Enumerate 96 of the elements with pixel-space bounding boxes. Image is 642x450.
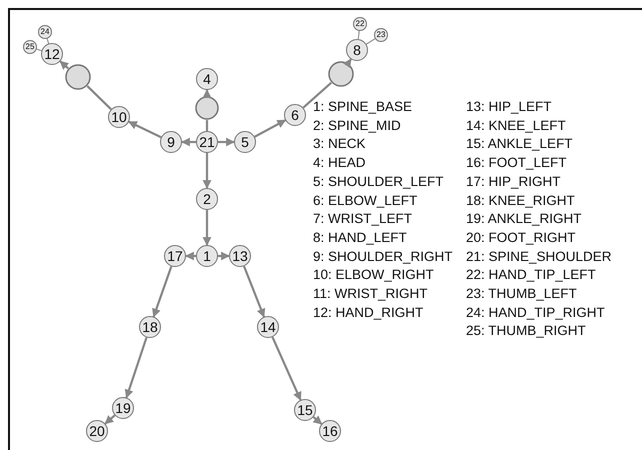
arrow	[181, 138, 196, 146]
legend-text: 16: FOOT_LEFT	[466, 156, 567, 170]
arrow	[312, 415, 322, 425]
legend-text: 7: WRIST_LEFT	[313, 212, 412, 226]
joint-number: 9	[167, 135, 175, 149]
joint-number: 13	[232, 249, 248, 263]
connector-line	[206, 120, 208, 131]
arrow	[124, 337, 148, 398]
legend-text: 10: ELBOW_RIGHT	[313, 268, 434, 282]
arrow	[104, 414, 116, 425]
joint-circle	[328, 61, 354, 87]
legend-text: 24: HAND_TIP_RIGHT	[466, 306, 605, 320]
joint-circle	[38, 25, 52, 39]
legend-text: 9: SHOULDER_RIGHT	[313, 250, 453, 264]
arrow	[218, 252, 230, 260]
joint-circle	[353, 17, 367, 31]
joint-number: 10	[111, 110, 127, 124]
joint-number: 19	[115, 401, 131, 415]
joint-number: 22	[356, 20, 364, 28]
legend-text: 25: THUMB_RIGHT	[466, 324, 586, 338]
joint-circle	[164, 245, 186, 267]
connector-line	[36, 48, 42, 52]
joint-circle	[196, 131, 218, 153]
legend-text: 4: HEAD	[313, 156, 366, 170]
arrow	[254, 119, 286, 138]
joint-number: 16	[322, 424, 338, 438]
legend-text: 19: ANKLE_RIGHT	[466, 212, 582, 226]
connector-line	[302, 82, 332, 108]
legend-text: 8: HAND_LEFT	[313, 230, 407, 244]
legend-text: 14: KNEE_LEFT	[466, 118, 566, 132]
arrow	[202, 210, 212, 246]
joint-number: 12	[44, 47, 60, 61]
legend-text: 23: THUMB_LEFT	[466, 287, 577, 300]
legend-text: 11: WRIST_RIGHT	[313, 287, 428, 300]
joint-circle	[139, 316, 161, 338]
legend-text: 5: SHOULDER_LEFT	[313, 174, 444, 188]
legend-text: 22: HAND_TIP_LEFT	[466, 268, 596, 282]
arrow	[243, 266, 266, 318]
joint-circle	[65, 64, 91, 90]
joint-circle	[160, 131, 182, 153]
joint-circle	[284, 104, 306, 126]
joint-circle	[346, 39, 368, 61]
arrow	[152, 266, 172, 318]
joint-circle	[41, 43, 63, 65]
arrow	[342, 58, 352, 68]
connector-line	[86, 85, 112, 110]
legend-text: 3: NECK	[313, 137, 366, 151]
joint-number: 14	[260, 320, 276, 334]
arrow	[202, 89, 212, 98]
joint-circle	[196, 68, 218, 90]
joint-circle	[229, 245, 251, 267]
connector-line	[358, 30, 360, 40]
joint-circle	[294, 399, 316, 421]
legend-text: 1: SPINE_BASE	[313, 100, 412, 114]
joint-number: 8	[353, 43, 361, 57]
joint-number: 17	[167, 249, 183, 263]
joint-circle	[196, 245, 218, 267]
arrow	[202, 153, 212, 189]
joint-circle	[112, 397, 134, 419]
joint-number: 1	[203, 249, 211, 263]
joint-number: 4	[203, 72, 211, 86]
joint-circle	[108, 106, 130, 128]
legend-text: 20: FOOT_RIGHT	[466, 230, 576, 244]
joint-number: 15	[297, 403, 313, 417]
joint-circle	[234, 131, 256, 153]
connector-line	[366, 38, 376, 45]
arrow	[218, 138, 235, 146]
legend-text: 17: HIP_RIGHT	[466, 174, 561, 188]
joint-circle	[257, 316, 279, 338]
legend-text: 6: ELBOW_LEFT	[313, 194, 418, 207]
joint-circle	[23, 40, 37, 54]
arrow	[60, 60, 70, 70]
legend-text: 21: SPINE_SHOULDER	[466, 250, 612, 264]
legend-text: 13: HIP_LEFT	[466, 100, 552, 114]
joint-number: 18	[142, 320, 158, 334]
joint-circle	[374, 28, 388, 42]
connector-line	[46, 38, 50, 44]
joint-number: 23	[376, 31, 386, 39]
arrow	[128, 120, 162, 138]
joint-circle	[196, 188, 218, 210]
legend-text: 18: KNEE_RIGHT	[466, 194, 575, 207]
joint-number: 24	[40, 28, 50, 36]
arrow	[185, 252, 196, 260]
joint-number: 2	[203, 192, 211, 206]
legend-text: 2: SPINE_MID	[313, 118, 401, 132]
joint-circle	[86, 420, 108, 442]
joint-number: 25	[26, 43, 34, 51]
joint-number: 21	[199, 135, 215, 149]
legend-text: 15: ANKLE_LEFT	[466, 137, 573, 151]
joint-number: 5	[241, 135, 249, 149]
joint-circle	[319, 420, 341, 442]
legend-text: 12: HAND_RIGHT	[313, 306, 424, 320]
joint-number: 6	[291, 108, 299, 122]
arrow	[271, 336, 302, 401]
joint-circle	[195, 96, 219, 120]
joint-number: 20	[89, 424, 105, 438]
